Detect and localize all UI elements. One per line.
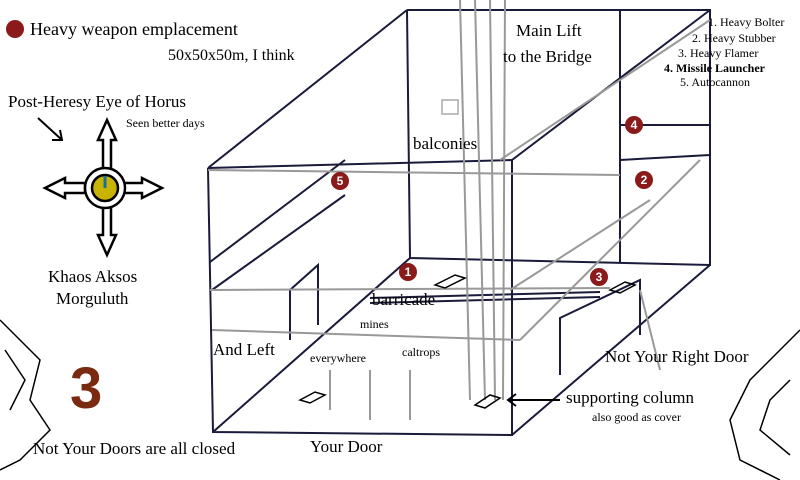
legend-marker-icon xyxy=(6,20,24,38)
arrow-icon xyxy=(37,117,560,407)
lift-label: Main Lift xyxy=(516,21,582,40)
emplacement-marker-3: 3 xyxy=(590,268,608,286)
everywhere-label: everywhere xyxy=(310,351,366,365)
room-box-outline xyxy=(207,9,711,437)
weapon-item: 3. Heavy Flamer xyxy=(678,46,759,60)
caltrops-label: caltrops xyxy=(402,345,440,359)
emplacement-marker-2: 2 xyxy=(635,171,653,189)
left-door-label: And Left xyxy=(213,340,275,359)
doors-closed-note: Not Your Doors are all closed xyxy=(33,439,236,458)
legend-label: Heavy weapon emplacement xyxy=(30,19,238,39)
balconies-label: balconies xyxy=(413,134,478,153)
dimensions-note: 50x50x50m, I think xyxy=(168,47,295,64)
column-note: also good as cover xyxy=(592,410,681,424)
symbol-title: Post-Heresy Eye of Horus xyxy=(8,92,186,111)
mines-label: mines xyxy=(360,317,389,331)
weapon-item: 5. Autocannon xyxy=(680,75,750,89)
chaos-star-icon xyxy=(42,116,165,259)
symbol-name-line2: Morguluth xyxy=(56,289,129,308)
right-door-label: Not Your Right Door xyxy=(605,347,749,366)
emplacement-marker-5: 5 xyxy=(331,172,349,190)
count-glyph: 3 xyxy=(70,356,103,421)
emplacement-marker-1: 1 xyxy=(399,263,417,281)
emplacement-marker-4: 4 xyxy=(625,116,643,134)
guide-lines xyxy=(207,0,711,420)
weapon-item: 2. Heavy Stubber xyxy=(692,31,776,45)
symbol-name-line1: Khaos Aksos xyxy=(48,267,138,286)
weapon-item: 4. Missile Launcher xyxy=(664,61,765,75)
symbol-note: Seen better days xyxy=(126,116,205,130)
creature-sketch-icon xyxy=(0,319,800,480)
weapon-item: 1. Heavy Bolter xyxy=(708,15,785,29)
floor-hatches xyxy=(298,99,637,409)
lift-label: to the Bridge xyxy=(503,47,592,66)
barricade-label: barricade xyxy=(372,290,436,309)
your-door-label: Your Door xyxy=(310,437,383,456)
column-label: supporting column xyxy=(566,388,694,407)
